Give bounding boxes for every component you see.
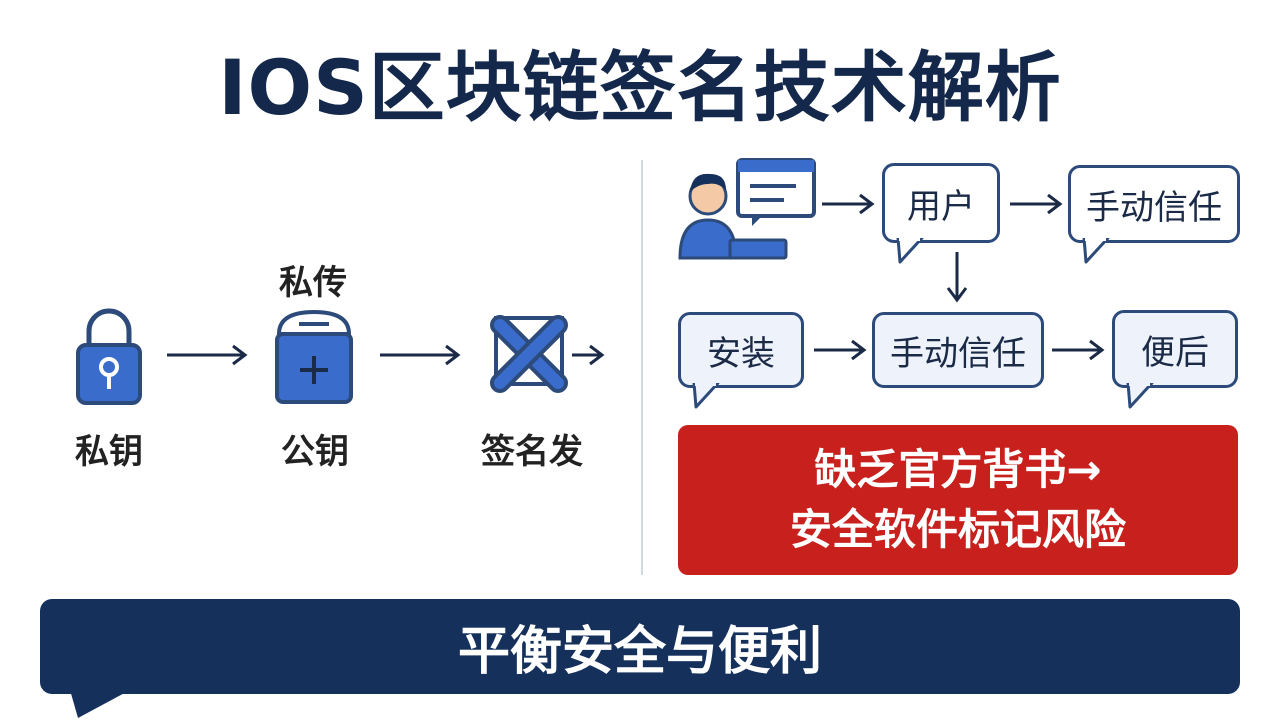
user-with-screen-icon [678, 158, 816, 260]
bubble-manual-trust-2: 手动信任 [872, 312, 1044, 388]
arrow-icon [572, 344, 605, 366]
arrow-icon [380, 344, 461, 366]
top-label: 私传 [279, 263, 347, 303]
crossed-tools-icon [490, 315, 568, 393]
node-label-public-key: 公钥 [281, 432, 349, 472]
bubble-tail [896, 238, 924, 264]
bubble-convenience: 便后 [1112, 310, 1238, 388]
bubble-install: 安装 [678, 312, 804, 388]
risk-line-2: 安全软件标记风险 [789, 505, 1126, 554]
bubble-tail [1082, 238, 1110, 264]
bubble-manual-trust: 手动信任 [1068, 165, 1240, 243]
divider [641, 160, 643, 575]
risk-box: 缺乏官方背书→ 安全软件标记风险 [678, 425, 1238, 575]
node-label-signature: 签名发 [481, 432, 583, 472]
node-label-private-key: 私钥 [75, 432, 143, 472]
arrow-icon [814, 339, 867, 361]
arrow-icon [822, 193, 875, 215]
risk-line-1: 缺乏官方背书→ [814, 445, 1102, 494]
page-title: IOS区块链签名技术解析 [218, 43, 1062, 132]
arrow-icon [167, 344, 248, 366]
arrow-icon [1010, 193, 1063, 215]
box-plus-icon [275, 309, 353, 404]
arrow-down-icon [946, 252, 968, 303]
bubble-tail [692, 383, 720, 409]
arrow-icon [1052, 339, 1105, 361]
bottom-banner: 平衡安全与便利 [40, 599, 1240, 694]
bubble-user: 用户 [882, 163, 1000, 243]
banner-tail [70, 690, 130, 718]
bubble-tail [1126, 383, 1154, 409]
lock-icon [76, 308, 142, 405]
